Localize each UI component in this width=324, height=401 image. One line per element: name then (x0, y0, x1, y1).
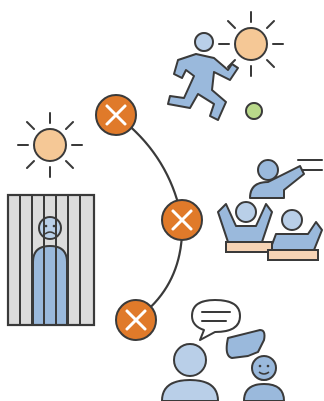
close-icon (116, 300, 156, 340)
close-icon (162, 200, 202, 240)
sun-icon (18, 113, 82, 177)
conversation-icon (162, 300, 284, 401)
sun-icon (219, 12, 283, 76)
close-icon (96, 95, 136, 135)
running-person-icon (168, 33, 238, 120)
ball-icon (246, 103, 262, 119)
classroom-icon (218, 160, 322, 260)
prisoner-icon (8, 195, 94, 325)
